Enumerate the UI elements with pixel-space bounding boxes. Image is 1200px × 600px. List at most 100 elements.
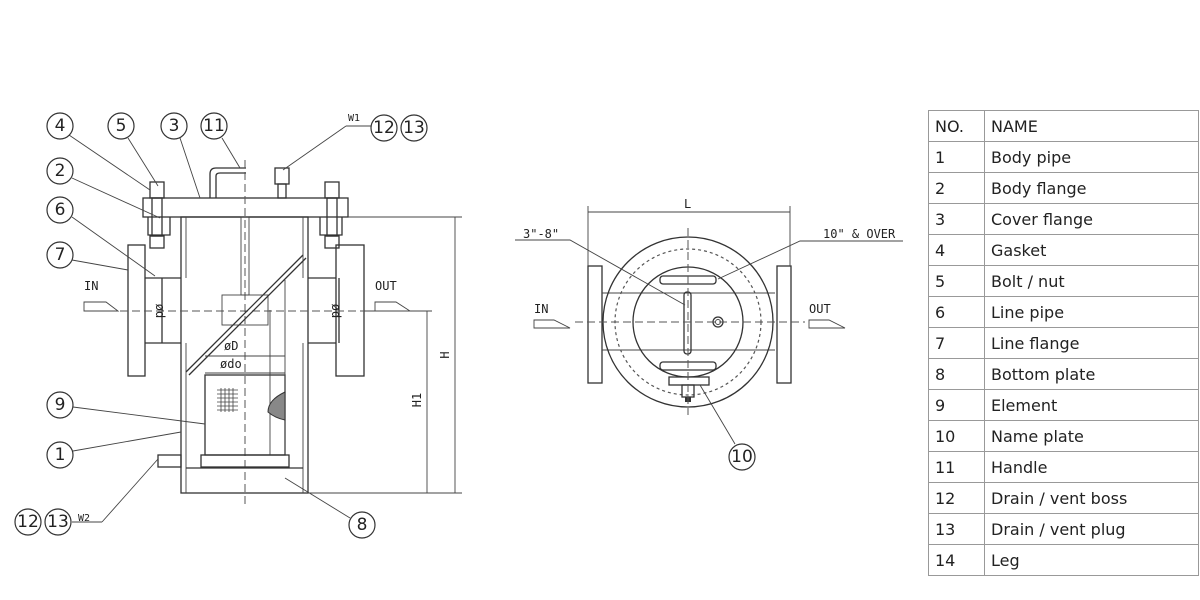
out-label: OUT (375, 279, 397, 293)
part-name: Bottom plate (984, 358, 1199, 390)
dp-right-label: ød (329, 304, 343, 318)
name-plate (668, 376, 710, 386)
svg-text:11: 11 (203, 116, 225, 136)
part-name: Element (984, 389, 1199, 421)
part-number: 11 (928, 451, 985, 483)
svg-text:1: 1 (55, 445, 66, 465)
part-number: 7 (928, 327, 985, 359)
part-number: 13 (928, 513, 985, 545)
part-name: Body pipe (984, 141, 1199, 173)
svg-text:2: 2 (55, 161, 66, 181)
body-flange (147, 217, 343, 236)
part-number: 14 (928, 544, 985, 576)
body-diameter-label: øD (224, 339, 238, 353)
part-number: 12 (928, 482, 985, 514)
part-name: Drain / vent boss (984, 482, 1199, 514)
part-name: Leg (984, 544, 1199, 576)
header-name: NAME (984, 110, 1199, 142)
out-label-top: OUT (809, 302, 831, 316)
callout-13-top: 13 (400, 114, 428, 142)
small-size-label: 3"-8" (523, 227, 559, 241)
in-arrow-icon-top (533, 319, 571, 329)
part-number: 2 (928, 172, 985, 204)
part-name: Handle (984, 451, 1199, 483)
callout-5: 5 (107, 112, 135, 140)
part-number: 6 (928, 296, 985, 328)
callout-13-bottom: 13 (44, 508, 72, 536)
svg-text:7: 7 (55, 245, 66, 265)
part-name: Line flange (984, 327, 1199, 359)
callout-9: 9 (46, 391, 74, 419)
part-number: 1 (928, 141, 985, 173)
callout-1: 1 (46, 441, 74, 469)
svg-text:13: 13 (47, 512, 69, 532)
svg-text:9: 9 (55, 395, 66, 415)
part-name: Bolt / nut (984, 265, 1199, 297)
drain-boss-bottom (157, 454, 182, 468)
large-size-label: 10" & OVER (823, 227, 896, 241)
out-arrow-icon (374, 301, 412, 312)
part-name: Drain / vent plug (984, 513, 1199, 545)
svg-text:13: 13 (403, 118, 425, 138)
svg-text:8: 8 (357, 515, 368, 535)
mesh-cutaway (267, 391, 286, 421)
svg-text:4: 4 (55, 116, 66, 136)
callout-12-bottom: 12 (14, 508, 42, 536)
svg-text:10: 10 (731, 447, 753, 467)
callout-4: 4 (46, 112, 74, 140)
part-name: Name plate (984, 420, 1199, 452)
bolt-right (324, 181, 340, 249)
part-number: 8 (928, 358, 985, 390)
callout-10: 10 (728, 443, 756, 471)
h1-label: H1 (410, 393, 424, 407)
in-label: IN (84, 279, 98, 293)
svg-text:5: 5 (116, 116, 127, 136)
svg-text:3: 3 (169, 116, 180, 136)
part-name: Body flange (984, 172, 1199, 204)
part-name: Line pipe (984, 296, 1199, 328)
h-label: H (438, 351, 452, 358)
in-label-top: IN (534, 302, 548, 316)
svg-text:6: 6 (55, 200, 66, 220)
handle (209, 167, 246, 198)
part-number: 9 (928, 389, 985, 421)
header-no: NO. (928, 110, 985, 142)
baffle (185, 254, 304, 373)
part-number: 10 (928, 420, 985, 452)
callout-8: 8 (348, 511, 376, 539)
part-number: 3 (928, 203, 985, 235)
svg-text:12: 12 (373, 118, 395, 138)
vent-plug-top (274, 167, 290, 185)
in-arrow-icon (83, 301, 120, 312)
top-view: L 3"-8" 10" & OVER IN OUT 10 (515, 197, 903, 471)
part-number: 5 (928, 265, 985, 297)
w2-label: W2 (78, 513, 90, 524)
callout-2: 2 (46, 157, 74, 185)
bolt-left (149, 181, 165, 249)
l-label: L (684, 197, 691, 211)
leader-lines (68, 125, 371, 523)
part-name: Cover flange (984, 203, 1199, 235)
side-view: IN OUT ød ød øD ødo H H1 W1 W2 4 5 3 (14, 112, 462, 539)
callout-3: 3 (160, 112, 188, 140)
svg-text:12: 12 (17, 512, 39, 532)
flange-right (776, 265, 792, 384)
flange-left (587, 265, 603, 384)
element-diameter-label: ødo (220, 357, 242, 371)
dp-left-label: ød (153, 304, 167, 318)
callout-11: 11 (200, 112, 228, 140)
